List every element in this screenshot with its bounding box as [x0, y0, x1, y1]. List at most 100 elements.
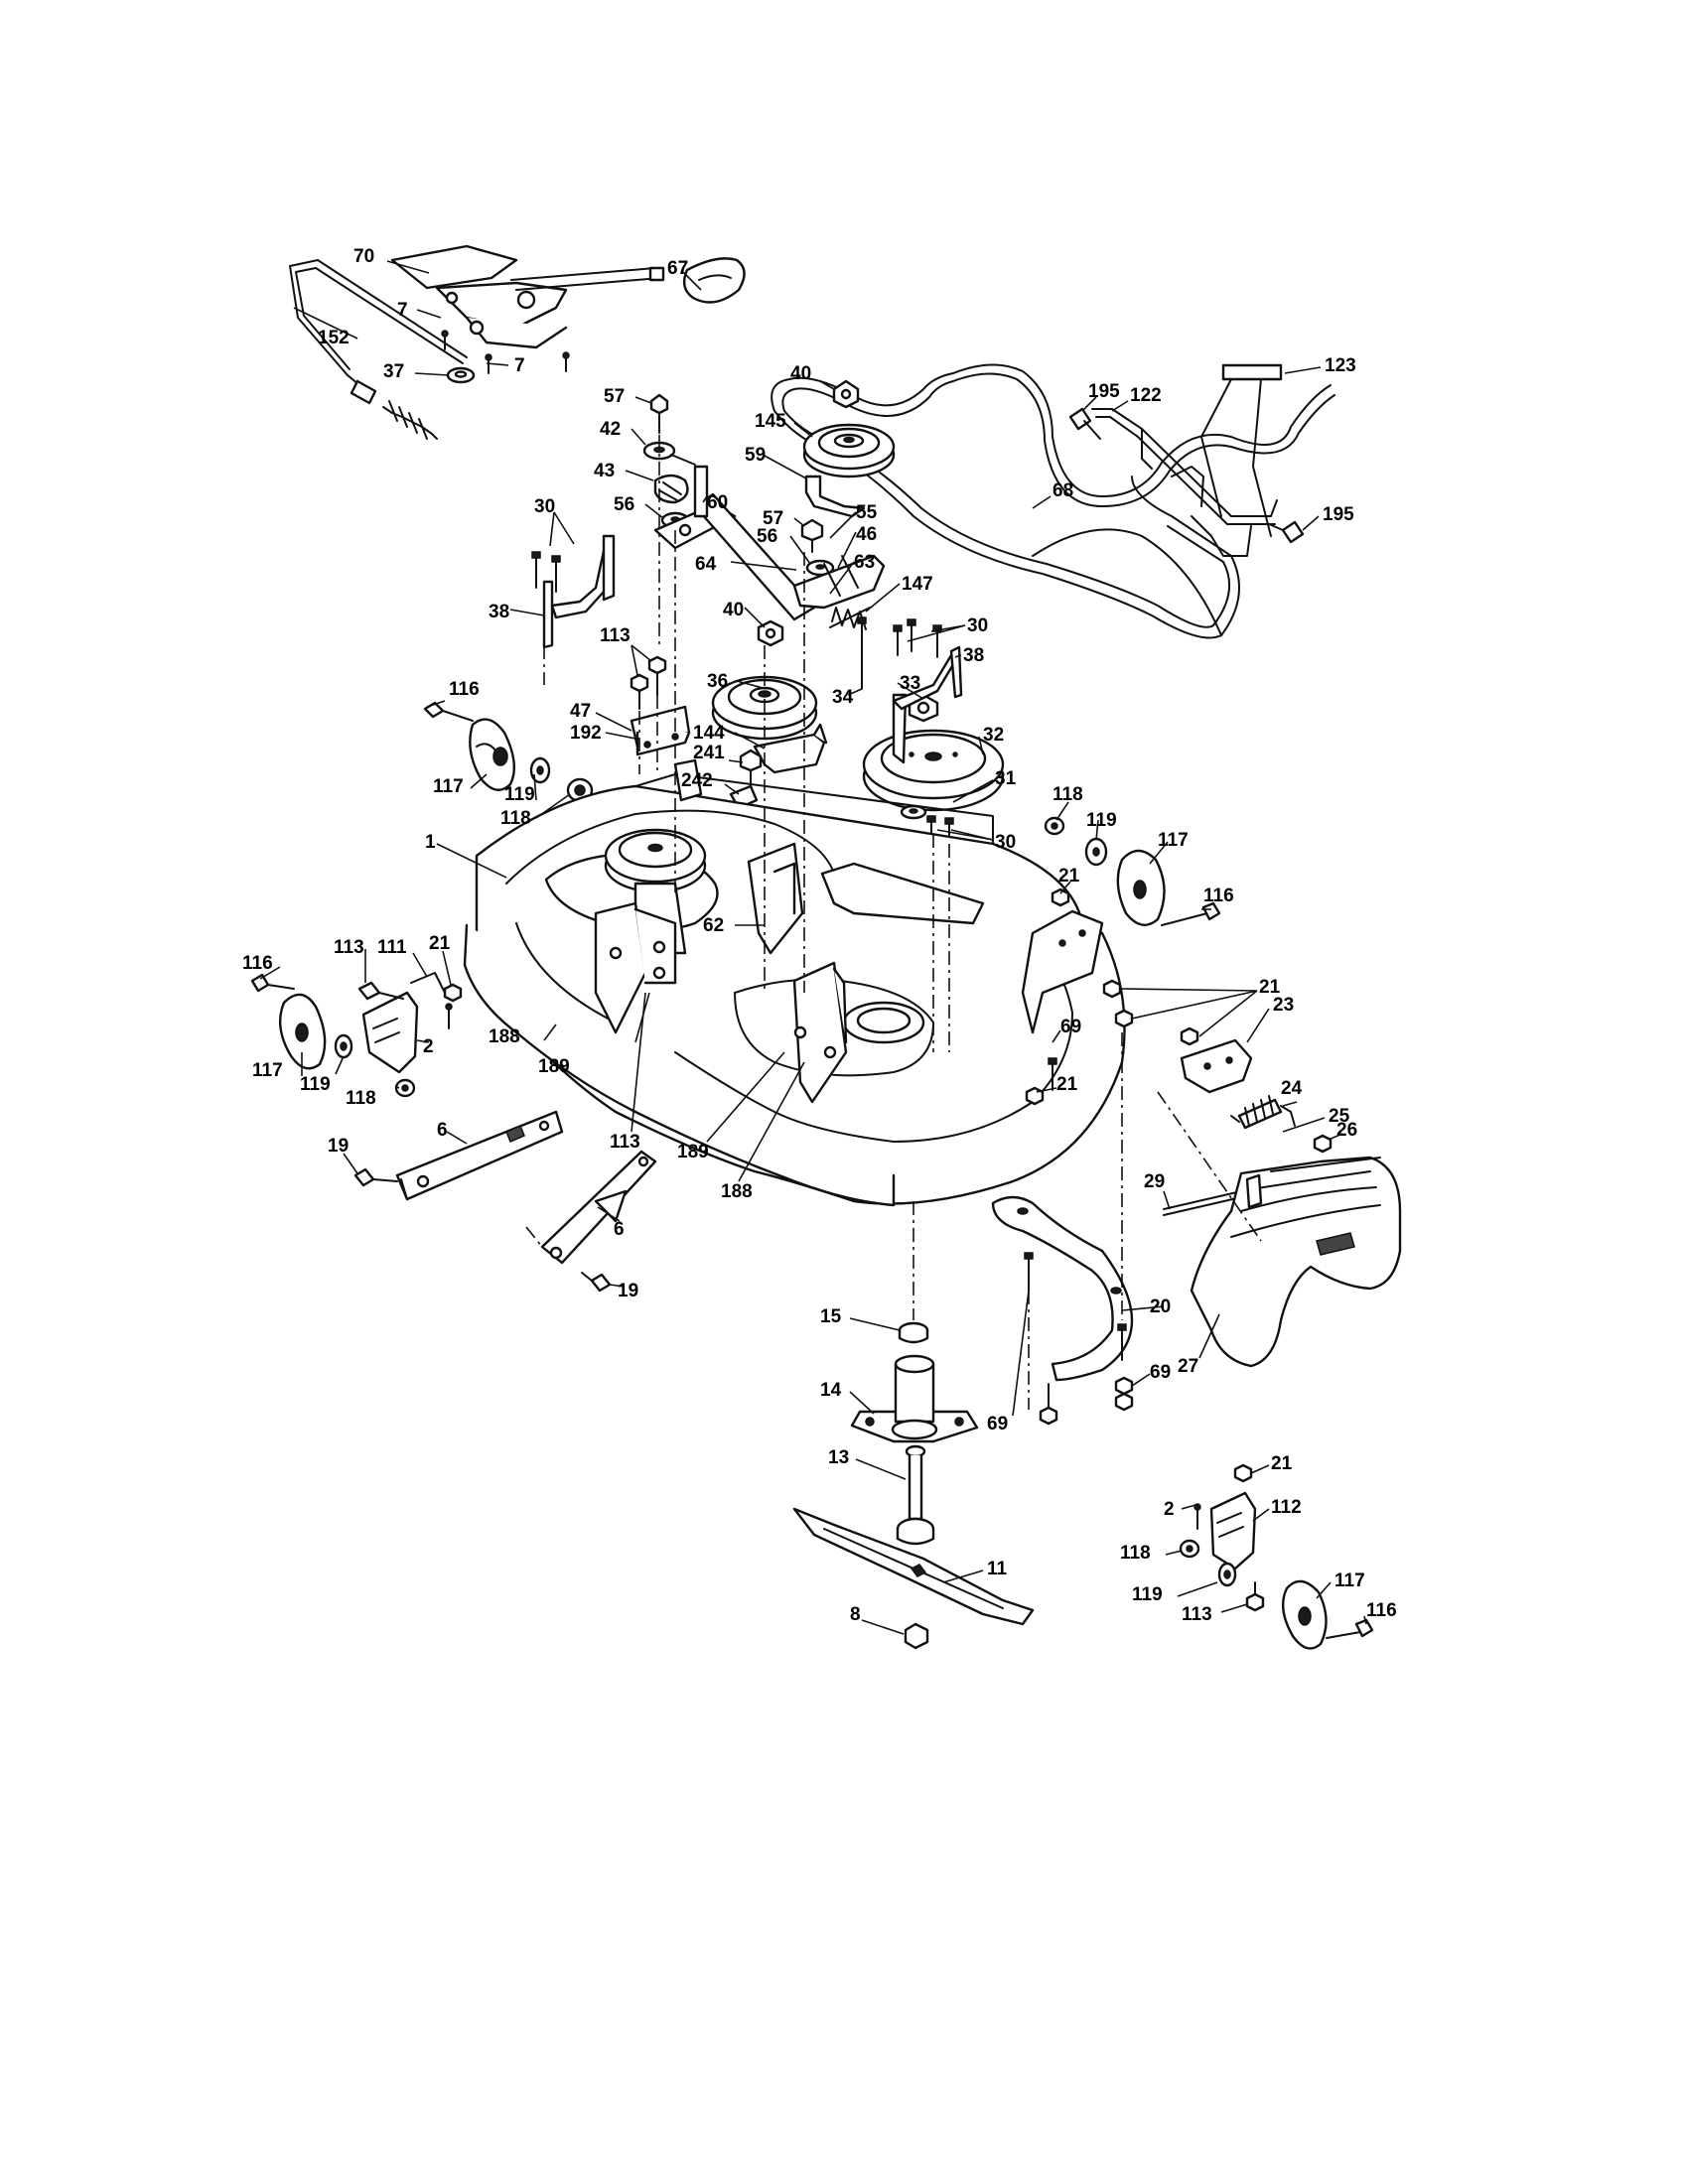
bolts-69	[1024, 1057, 1134, 1426]
callout-21: 21	[1056, 1074, 1078, 1095]
callout-117: 117	[1334, 1570, 1365, 1591]
washer-31	[900, 804, 927, 820]
callout-189: 189	[538, 1056, 570, 1077]
bolt-241	[739, 749, 763, 785]
callout-6: 6	[614, 1219, 625, 1240]
callout-195: 195	[1323, 504, 1354, 525]
callout-21: 21	[1271, 1453, 1293, 1474]
callout-30: 30	[534, 496, 555, 517]
callout-26: 26	[1336, 1120, 1357, 1141]
callout-38: 38	[489, 602, 509, 622]
spindle-housing-14	[850, 1354, 979, 1443]
callout-116: 116	[1366, 1600, 1397, 1621]
callout-40: 40	[723, 600, 744, 620]
belt-guide-122	[1091, 363, 1283, 557]
callout-59: 59	[745, 445, 766, 466]
spring-24-25	[1230, 1095, 1296, 1130]
callout-1: 1	[425, 832, 436, 853]
callout-19: 19	[618, 1281, 638, 1301]
callout-69: 69	[1060, 1017, 1081, 1037]
callout-123: 123	[1325, 355, 1356, 376]
washer-42	[642, 441, 696, 466]
callout-14: 14	[820, 1380, 842, 1401]
callout-64: 64	[695, 554, 717, 575]
callout-192: 192	[570, 723, 602, 744]
lift-lever-assembly	[390, 244, 665, 349]
callout-2: 2	[1164, 1499, 1175, 1520]
callout-119: 119	[504, 784, 535, 805]
callout-7: 7	[397, 300, 408, 321]
callout-40: 40	[790, 363, 811, 384]
knob-67	[682, 257, 746, 304]
callout-34: 34	[832, 687, 854, 708]
bracket-38-left	[542, 534, 616, 649]
callout-118: 118	[1052, 784, 1083, 805]
bracket-59	[804, 475, 866, 518]
callout-55: 55	[856, 502, 878, 523]
callout-116: 116	[1203, 886, 1234, 906]
lift-cable-152	[289, 259, 468, 440]
callout-30: 30	[967, 615, 988, 636]
callout-152: 152	[318, 328, 350, 348]
callout-242: 242	[681, 770, 713, 791]
callout-8: 8	[850, 1604, 861, 1625]
callout-29: 29	[1144, 1171, 1165, 1192]
bolts-195	[1068, 407, 1305, 544]
callout-36: 36	[707, 671, 728, 692]
callout-60: 60	[707, 492, 728, 513]
deck-bracket-left	[594, 901, 677, 1034]
gauge-wheel-left-mid	[250, 972, 463, 1098]
deck-bracket-189-center	[792, 961, 848, 1104]
callout-241: 241	[693, 743, 725, 763]
callout-43: 43	[594, 461, 615, 481]
bolt-57-a	[649, 393, 669, 434]
callout-21: 21	[1058, 866, 1080, 887]
spring-43	[653, 474, 689, 504]
callout-63: 63	[854, 552, 875, 573]
callout-2: 2	[423, 1036, 434, 1057]
callout-62: 62	[703, 915, 724, 936]
stabilizer-bracket-20	[991, 1195, 1134, 1382]
alignment-lines	[525, 435, 1262, 1410]
callout-27: 27	[1178, 1356, 1198, 1377]
deck-bracket-right	[1021, 909, 1104, 1034]
callout-23: 23	[1273, 995, 1294, 1016]
callout-38: 38	[963, 645, 984, 666]
callout-21: 21	[429, 933, 451, 954]
callout-46: 46	[856, 524, 877, 545]
callout-56: 56	[757, 526, 777, 547]
callout-69: 69	[987, 1414, 1008, 1434]
nut-26	[1313, 1134, 1333, 1154]
callout-56: 56	[614, 494, 634, 515]
callout-69: 69	[1150, 1362, 1171, 1383]
callout-145: 145	[755, 411, 786, 432]
callout-25: 25	[1329, 1106, 1350, 1127]
callout-32: 32	[983, 725, 1004, 746]
nut-21-hinge	[1180, 1026, 1199, 1046]
callout-113: 113	[1182, 1604, 1212, 1625]
discharge-deflector-27	[1190, 1156, 1402, 1368]
bearing-15	[898, 1321, 929, 1344]
callout-33: 33	[900, 673, 920, 694]
callout-20: 20	[1150, 1297, 1171, 1317]
callout-6: 6	[437, 1120, 448, 1141]
callout-188: 188	[489, 1026, 520, 1047]
callout-112: 112	[1271, 1497, 1302, 1518]
callout-57: 57	[763, 508, 783, 529]
callout-57: 57	[604, 386, 625, 407]
callout-195: 195	[1088, 381, 1120, 402]
callout-119: 119	[300, 1074, 331, 1095]
spindle-shaft-13	[896, 1444, 935, 1546]
gauge-wheel-right-bottom	[1179, 1463, 1374, 1650]
callout-118: 118	[1120, 1543, 1151, 1564]
nut-40-top	[832, 379, 860, 409]
idler-arm-64-60	[653, 465, 816, 621]
callout-117: 117	[433, 776, 464, 797]
gauge-wheel-left-top	[423, 701, 594, 803]
bracket-38-right	[892, 645, 963, 764]
callout-118: 118	[500, 808, 531, 829]
bolt-34	[857, 616, 867, 690]
callout-119: 119	[1132, 1584, 1163, 1605]
callout-68: 68	[1052, 480, 1073, 501]
nut-8	[904, 1622, 929, 1650]
